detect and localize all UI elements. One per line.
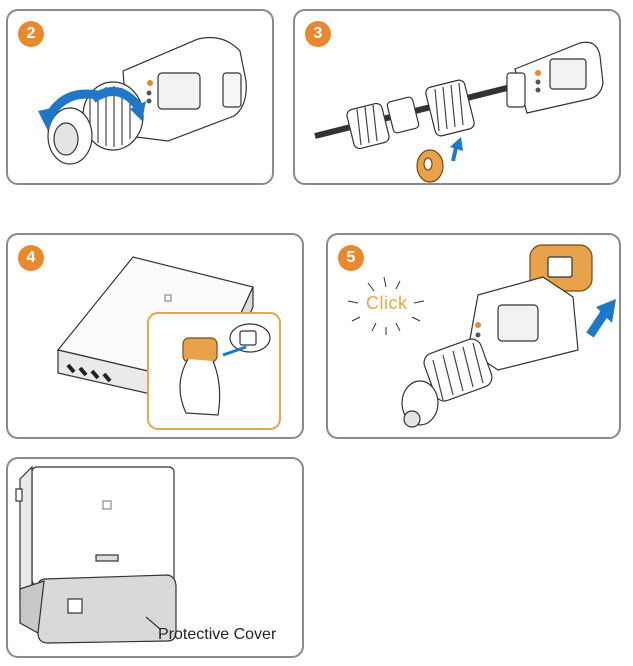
nut: [346, 102, 390, 150]
inset-connector: [182, 337, 218, 363]
step-3-panel: 3: [293, 9, 621, 185]
led-2: [146, 98, 152, 104]
rear-collar: [506, 72, 526, 108]
protective-cover-label: Protective Cover: [158, 626, 277, 643]
nameplate: [95, 554, 119, 562]
hand: [179, 358, 221, 416]
nut-hole: [53, 122, 79, 156]
led-1: [146, 90, 152, 96]
step-4-badge: 4: [18, 245, 44, 271]
step-4-illustration: [56, 256, 281, 430]
cover-port: [67, 598, 83, 614]
step-3-badge: 3: [305, 21, 331, 47]
middle-body: [425, 79, 475, 137]
inverter-face: [31, 466, 175, 586]
seal: [386, 96, 420, 134]
push-arrow: [586, 308, 610, 338]
step-2-badge: 2: [18, 21, 44, 47]
cable: [314, 78, 536, 139]
click-burst: [347, 276, 425, 335]
connector-clip: [222, 72, 242, 108]
protective-cover-illustration: [15, 465, 177, 644]
led-orange: [147, 80, 153, 86]
protective-cover-panel: Protective Cover: [6, 457, 304, 658]
step-5-panel: 5 Click: [326, 233, 621, 439]
step-5-badge: 5: [338, 245, 364, 271]
step-5-illustration: [347, 244, 616, 428]
connector-label: [157, 72, 201, 110]
rear-label: [549, 58, 587, 90]
rotate-arrow-right: [90, 87, 142, 109]
protective-cover: [37, 574, 177, 644]
step-2-illustration: [38, 36, 247, 165]
step-3-illustration: [314, 41, 604, 183]
click-callout: Click: [366, 293, 408, 313]
step-2-panel: 2: [6, 9, 274, 185]
step-4-panel: 4: [6, 233, 304, 439]
